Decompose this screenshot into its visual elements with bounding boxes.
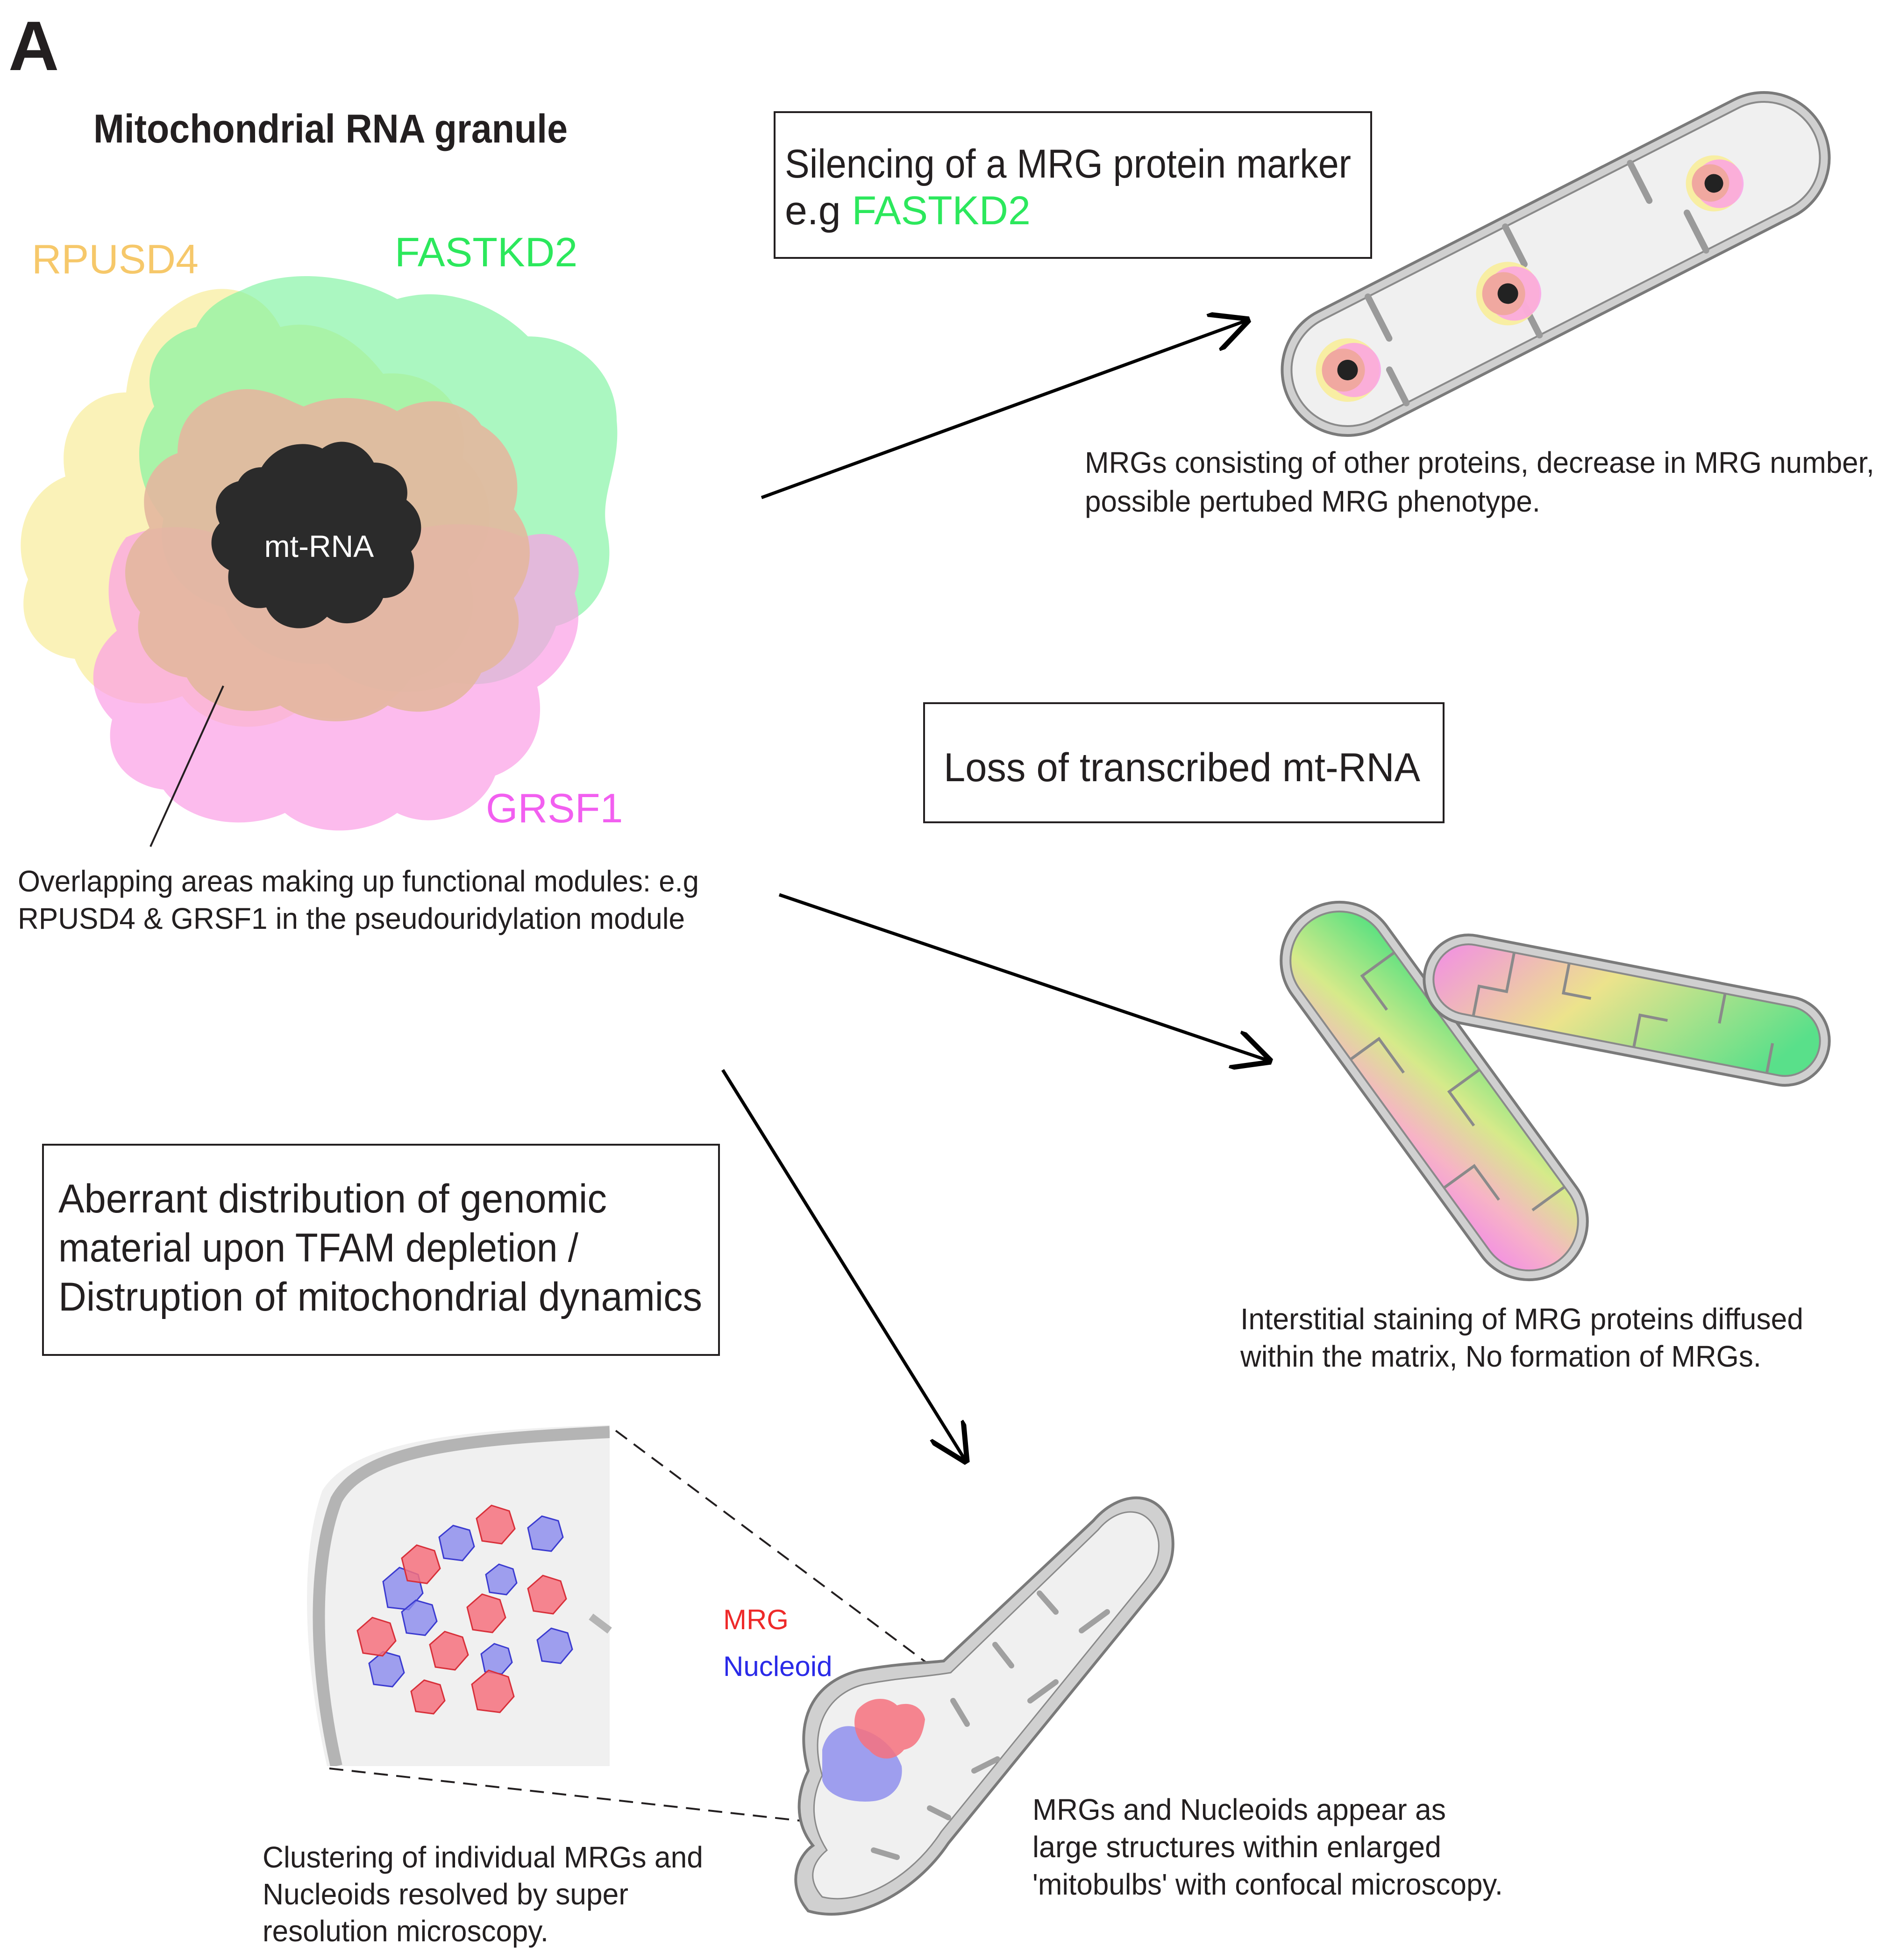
mitochondrion-diffuse-a bbox=[1280, 900, 1589, 1282]
tfam-box-line-1: Aberrant distribution of genomic bbox=[58, 1176, 607, 1221]
fastkd2-label: FASTKD2 bbox=[395, 229, 577, 275]
scenario-rna-loss: Loss of transcribed mt-RNA I bbox=[923, 702, 1831, 1373]
legend-nucleoid: Nucleoid bbox=[723, 1651, 832, 1682]
mrg bbox=[476, 1504, 516, 1545]
mrg bbox=[356, 1617, 397, 1657]
grsf1-label: GRSF1 bbox=[486, 785, 623, 831]
mrg bbox=[401, 1544, 441, 1584]
scenario-tfam: Aberrant distribution of genomic materia… bbox=[42, 1144, 1503, 1948]
annotation-pointer bbox=[149, 685, 224, 847]
zoom-line-bottom bbox=[329, 1768, 814, 1823]
rna-loss-box bbox=[923, 702, 1445, 823]
cristae bbox=[1472, 952, 1774, 1074]
granule-annotation-line-2: RPUSD4 & GRSF1 in the pseudouridylation … bbox=[18, 902, 685, 935]
silencing-caption-line-2: possible pertubed MRG phenotype. bbox=[1085, 485, 1540, 518]
silencing-fastkd2-highlight: FASTKD2 bbox=[852, 188, 1030, 233]
mrg bbox=[466, 1593, 506, 1633]
tfam-caption-left-line-3: resolution microscopy. bbox=[263, 1914, 548, 1948]
nucleoid bbox=[527, 1515, 564, 1552]
mitobulb-cristae bbox=[871, 1590, 1110, 1860]
arrow-to-rna-loss bbox=[778, 893, 1268, 1061]
mrg-small-3 bbox=[1686, 155, 1744, 212]
mt-rna-label: mt-RNA bbox=[264, 529, 374, 563]
scenario-silencing: Silencing of a MRG protein marker e.g FA… bbox=[774, 91, 1874, 518]
tfam-caption-left-line-2: Nucleoids resolved by super bbox=[263, 1877, 628, 1911]
inner-matrix bbox=[1432, 943, 1821, 1077]
mitochondrion-silenced bbox=[1281, 91, 1831, 437]
mitochondrion-diffuse-b bbox=[1423, 934, 1831, 1087]
tfam-caption-right-line-2: large structures within enlarged bbox=[1032, 1830, 1441, 1864]
legend-mrg: MRG bbox=[723, 1604, 789, 1635]
arrow-to-tfam bbox=[721, 1069, 965, 1460]
super-resolution-inset bbox=[307, 1425, 612, 1766]
silencing-box-line-1: Silencing of a MRG protein marker bbox=[785, 142, 1351, 186]
tfam-caption-right-line-3: 'mitobulbs' with confocal microscopy. bbox=[1032, 1867, 1503, 1901]
nucleoid bbox=[536, 1627, 573, 1664]
inset-membrane bbox=[313, 1426, 610, 1766]
mitobulb bbox=[794, 1496, 1174, 1916]
silencing-box bbox=[774, 111, 1372, 259]
mitobulb-mrg-blob bbox=[854, 1699, 925, 1759]
tfam-caption-right-line-1: MRGs and Nucleoids appear as bbox=[1032, 1793, 1446, 1826]
granule-title: Mitochondrial RNA granule bbox=[93, 107, 568, 151]
rpusd4-label: RPUSD4 bbox=[32, 236, 199, 282]
mrg-small-2 bbox=[1476, 262, 1542, 326]
cristae bbox=[1365, 160, 1709, 406]
silencing-box-line-2: e.g FASTKD2 bbox=[785, 188, 1031, 233]
silencing-caption-line-1: MRGs consisting of other proteins, decre… bbox=[1085, 446, 1874, 479]
nucleoid bbox=[480, 1643, 513, 1675]
mrg bbox=[471, 1669, 515, 1713]
nucleoid-clusters bbox=[368, 1515, 573, 1688]
panel-letter: A bbox=[8, 7, 59, 85]
inset-crista bbox=[589, 1613, 612, 1634]
cristae bbox=[1350, 951, 1566, 1212]
mrg bbox=[527, 1575, 567, 1615]
mrg-clusters bbox=[356, 1504, 567, 1715]
rna-loss-box-text: Loss of transcribed mt-RNA bbox=[944, 745, 1421, 790]
inner-matrix bbox=[1289, 910, 1579, 1272]
nucleoid bbox=[401, 1599, 438, 1636]
tfam-box-line-3: Distruption of mitochondrial dynamics bbox=[58, 1275, 702, 1319]
arrow-to-silencing bbox=[761, 321, 1246, 499]
granule-annotation-line-1: Overlapping areas making up functional m… bbox=[18, 864, 699, 898]
tfam-box-line-2: material upon TFAM depletion / bbox=[58, 1226, 578, 1270]
nucleoid bbox=[485, 1563, 518, 1596]
tfam-caption-left-line-1: Clustering of individual MRGs and bbox=[263, 1840, 703, 1874]
rna-loss-caption-line-1: Interstitial staining of MRG proteins di… bbox=[1240, 1302, 1803, 1336]
nucleoid bbox=[438, 1525, 475, 1561]
rna-loss-caption-line-2: within the matrix, No formation of MRGs. bbox=[1240, 1340, 1761, 1373]
mrg-small-1 bbox=[1316, 338, 1381, 402]
rna-granule: Mitochondrial RNA granule mt-RNA RPUSD4 … bbox=[18, 107, 699, 935]
zoom-line-top bbox=[615, 1430, 928, 1664]
mt-rna-core bbox=[211, 442, 421, 628]
silencing-eg-prefix: e.g bbox=[785, 188, 852, 233]
mrg bbox=[429, 1631, 469, 1671]
mitobulb-inner bbox=[812, 1511, 1160, 1900]
mrg bbox=[410, 1679, 446, 1715]
tfam-box bbox=[42, 1144, 720, 1356]
arrows bbox=[721, 321, 1268, 1460]
